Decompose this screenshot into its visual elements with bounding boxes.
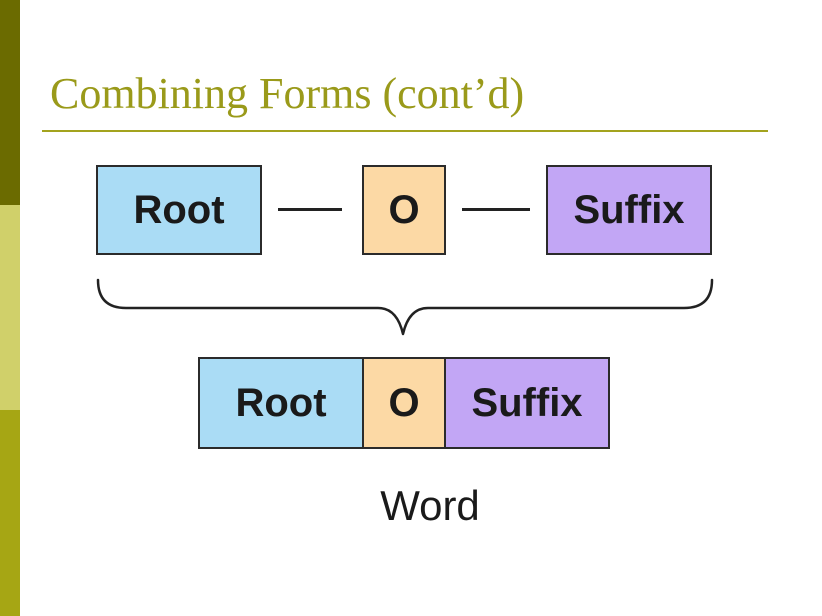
word-label: Word [380,482,480,529]
slide-title: Combining Forms (cont’d) [50,69,525,118]
connector-o-suffix [462,208,530,211]
combined-o-label: O [388,380,420,425]
sidebar-segment-bottom [0,410,20,616]
combined-suffix-label: Suffix [471,380,583,425]
o-label: O [388,187,420,232]
root-label: Root [133,187,225,232]
connector-root-o [278,208,342,211]
title-underline [42,130,768,132]
combined-suffix-box: Suffix [444,357,610,449]
o-box: O [362,165,446,255]
suffix-box: Suffix [546,165,712,255]
combined-o-box: O [362,357,446,449]
suffix-label: Suffix [573,187,685,232]
combined-root-box: Root [198,357,364,449]
sidebar-segment-top [0,0,20,205]
root-box: Root [96,165,262,255]
sidebar-segment-middle [0,205,20,410]
curly-brace [96,278,714,336]
combined-root-label: Root [235,380,327,425]
